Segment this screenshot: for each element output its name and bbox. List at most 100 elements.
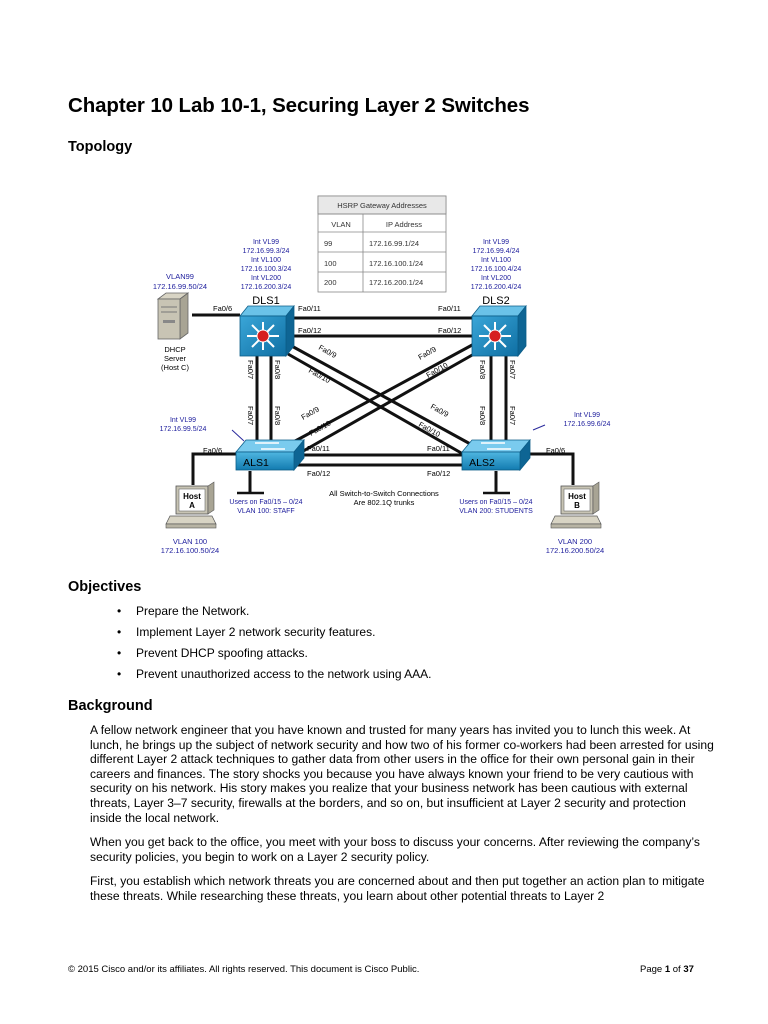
svg-text:Int VL99: Int VL99 <box>483 239 509 246</box>
host-a-icon: Host A <box>165 481 217 529</box>
svg-text:172.16.99.6/24: 172.16.99.6/24 <box>564 421 611 428</box>
server-vlan: VLAN99 172.16.99.50/24 <box>153 272 207 291</box>
trunk-note: All Switch-to-Switch Connections Are 802… <box>329 489 439 507</box>
bullet: • <box>117 604 122 618</box>
port-label: Fa0/8 <box>273 360 282 379</box>
svg-text:172.16.100.3/24: 172.16.100.3/24 <box>241 266 292 273</box>
svg-text:A: A <box>189 501 195 510</box>
svg-text:(Host C): (Host C) <box>161 363 189 372</box>
port-label: Fa0/9 <box>300 405 321 422</box>
svg-text:Users on Fa0/15 – 0/24: Users on Fa0/15 – 0/24 <box>459 499 532 506</box>
topology-heading: Topology <box>68 139 133 155</box>
port-label: Fa0/7 <box>508 360 517 379</box>
svg-text:Host: Host <box>568 492 586 501</box>
link-dls1-als2-fa010 <box>287 352 471 460</box>
hsrp-cell: 172.16.100.1/24 <box>369 259 423 268</box>
host-b-vlan: VLAN 200 172.16.200.50/24 <box>546 537 604 555</box>
als2-users-note: Users on Fa0/15 – 0/24 VLAN 200: STUDENT… <box>459 499 533 515</box>
port-label: Fa0/9 <box>429 402 450 419</box>
host-a-vlan: VLAN 100 172.16.100.50/24 <box>161 537 219 555</box>
bullet: • <box>117 646 122 660</box>
link-als2-hostb <box>522 452 575 485</box>
port-label: Fa0/7 <box>508 406 517 425</box>
port-label: Fa0/8 <box>478 406 487 425</box>
port-label: Fa0/11 <box>307 444 330 453</box>
port-label: Fa0/7 <box>246 406 255 425</box>
bullet: • <box>117 667 122 681</box>
pointer-lines <box>231 424 546 442</box>
port-label: Fa0/11 <box>298 304 321 313</box>
hsrp-cell: 172.16.99.1/24 <box>369 239 419 248</box>
document-title: Chapter 10 Lab 10-1, Securing Layer 2 Sw… <box>68 94 530 117</box>
als2-info: Int VL99 172.16.99.6/24 <box>564 412 611 428</box>
port-label: Fa0/11 <box>438 304 461 313</box>
svg-text:172.16.99.5/24: 172.16.99.5/24 <box>160 426 207 433</box>
port-label: Fa0/9 <box>317 343 338 360</box>
svg-text:All Switch-to-Switch Connectio: All Switch-to-Switch Connections <box>329 489 439 498</box>
port-label: Fa0/6 <box>213 304 232 313</box>
svg-text:Int VL100: Int VL100 <box>251 257 281 264</box>
hsrp-cell: 100 <box>324 259 337 268</box>
dls2-switch-icon <box>471 304 527 358</box>
port-label: Fa0/9 <box>417 345 438 362</box>
port-label: Fa0/6 <box>546 446 565 455</box>
link-dls2-als1-fa010 <box>290 352 475 460</box>
link-dls2-als1-fa09 <box>285 342 475 448</box>
svg-text:VLAN 100: VLAN 100 <box>173 537 207 546</box>
svg-text:Host: Host <box>183 492 201 501</box>
svg-text:172.16.200.50/24: 172.16.200.50/24 <box>546 546 604 555</box>
dls1-info: Int VL99 172.16.99.3/24 Int VL100 172.16… <box>241 239 292 291</box>
svg-text:172.16.200.3/24: 172.16.200.3/24 <box>241 284 292 291</box>
svg-text:172.16.99.3/24: 172.16.99.3/24 <box>243 248 290 255</box>
hsrp-cell: 172.16.200.1/24 <box>369 278 423 287</box>
dls2-label: DLS2 <box>482 295 510 307</box>
hsrp-table-title: HSRP Gateway Addresses <box>337 201 427 210</box>
svg-text:VLAN 200: STUDENTS: VLAN 200: STUDENTS <box>459 508 533 515</box>
port-label: Fa0/12 <box>298 326 321 335</box>
svg-text:DHCP: DHCP <box>164 345 185 354</box>
links <box>191 313 575 492</box>
svg-text:VLAN99: VLAN99 <box>166 272 194 281</box>
svg-text:172.16.100.4/24: 172.16.100.4/24 <box>471 266 522 273</box>
port-label: Fa0/8 <box>478 360 487 379</box>
port-label: Fa0/11 <box>427 444 450 453</box>
svg-text:Server: Server <box>164 354 187 363</box>
host-b-icon: Host B <box>550 481 602 529</box>
svg-text:Int VL99: Int VL99 <box>253 239 279 246</box>
als1-label: ALS1 <box>243 457 269 469</box>
footer-copyright: © 2015 Cisco and/or its affiliates. All … <box>68 964 420 975</box>
svg-text:Users on Fa0/15 – 0/24: Users on Fa0/15 – 0/24 <box>229 499 302 506</box>
hsrp-header-vlan: VLAN <box>331 220 351 229</box>
als1-users-note: Users on Fa0/15 – 0/24 VLAN 100: STAFF <box>229 499 302 515</box>
background-paragraph-1: A fellow network engineer that you have … <box>90 723 714 825</box>
link-als1-hosta <box>191 452 236 485</box>
als1-switch-icon: ALS1 <box>235 438 305 472</box>
svg-text:Int VL200: Int VL200 <box>481 275 511 282</box>
port-label: Fa0/12 <box>427 469 450 478</box>
svg-text:VLAN 100: STAFF: VLAN 100: STAFF <box>237 508 294 515</box>
port-label: Fa0/12 <box>438 326 461 335</box>
port-label: Fa0/6 <box>203 446 222 455</box>
hsrp-header-ip: IP Address <box>386 220 422 229</box>
svg-text:172.16.99.50/24: 172.16.99.50/24 <box>153 282 207 291</box>
dhcp-server-icon <box>156 292 190 340</box>
hsrp-table: HSRP Gateway Addresses VLAN IP Address 9… <box>317 195 447 293</box>
background-heading: Background <box>68 698 153 714</box>
objectives-heading: Objectives <box>68 579 142 595</box>
background-paragraph-3: First, you establish which network threa… <box>90 874 705 903</box>
port-label: Fa0/8 <box>273 406 282 425</box>
svg-text:172.16.200.4/24: 172.16.200.4/24 <box>471 284 522 291</box>
dls1-switch-icon <box>239 304 295 358</box>
dls1-label: DLS1 <box>252 295 280 307</box>
hsrp-cell: 99 <box>324 239 332 248</box>
dls2-info: Int VL99 172.16.99.4/24 Int VL100 172.16… <box>471 239 522 291</box>
server-label: DHCP Server (Host C) <box>161 345 189 372</box>
svg-text:B: B <box>574 501 580 510</box>
als2-switch-icon: ALS2 <box>461 438 531 472</box>
bullet: • <box>117 625 122 639</box>
background-paragraph-2: When you get back to the office, you mee… <box>90 835 700 864</box>
hsrp-cell: 200 <box>324 278 337 287</box>
als2-label: ALS2 <box>469 457 495 469</box>
svg-text:172.16.100.50/24: 172.16.100.50/24 <box>161 546 219 555</box>
port-label: Fa0/7 <box>246 360 255 379</box>
